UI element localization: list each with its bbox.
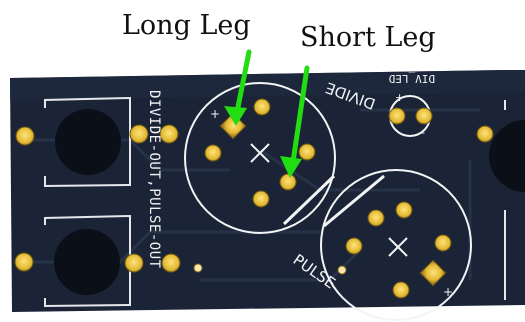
led-outline-divide	[184, 82, 336, 234]
via-hole	[193, 263, 203, 273]
small-led-pad-2	[415, 107, 433, 125]
small-led-plus: +	[395, 91, 404, 104]
small-led-pad-1	[388, 107, 406, 125]
caption-long-leg: Long Leg	[122, 10, 251, 41]
pcb-board-shade	[10, 70, 525, 100]
small-led-minus: -	[421, 126, 425, 139]
arrow-down-icon	[280, 65, 310, 178]
silkscreen-led-label: DIV_LED	[389, 72, 435, 85]
led-outline-pulse	[320, 169, 472, 321]
cross-mark-icon	[250, 143, 270, 163]
jack-pad-bottom	[54, 229, 120, 295]
silkscreen-plus-top: +	[210, 107, 220, 121]
led-pads-pulse	[345, 201, 452, 299]
silkscreen-plus-bottom: +	[443, 285, 453, 299]
header-pads	[14, 124, 494, 273]
jack-pad-right	[489, 120, 525, 192]
caption-short-leg: Short Leg	[300, 22, 436, 53]
vertical-silkscreen-label: DIVIDE-OUT,PULSE-OUT	[146, 90, 162, 269]
cross-mark-icon	[388, 237, 408, 257]
via-hole	[337, 265, 347, 275]
arrow-down-icon	[224, 49, 252, 126]
jack-pad-top	[55, 109, 121, 175]
footprint-divider	[282, 174, 385, 228]
